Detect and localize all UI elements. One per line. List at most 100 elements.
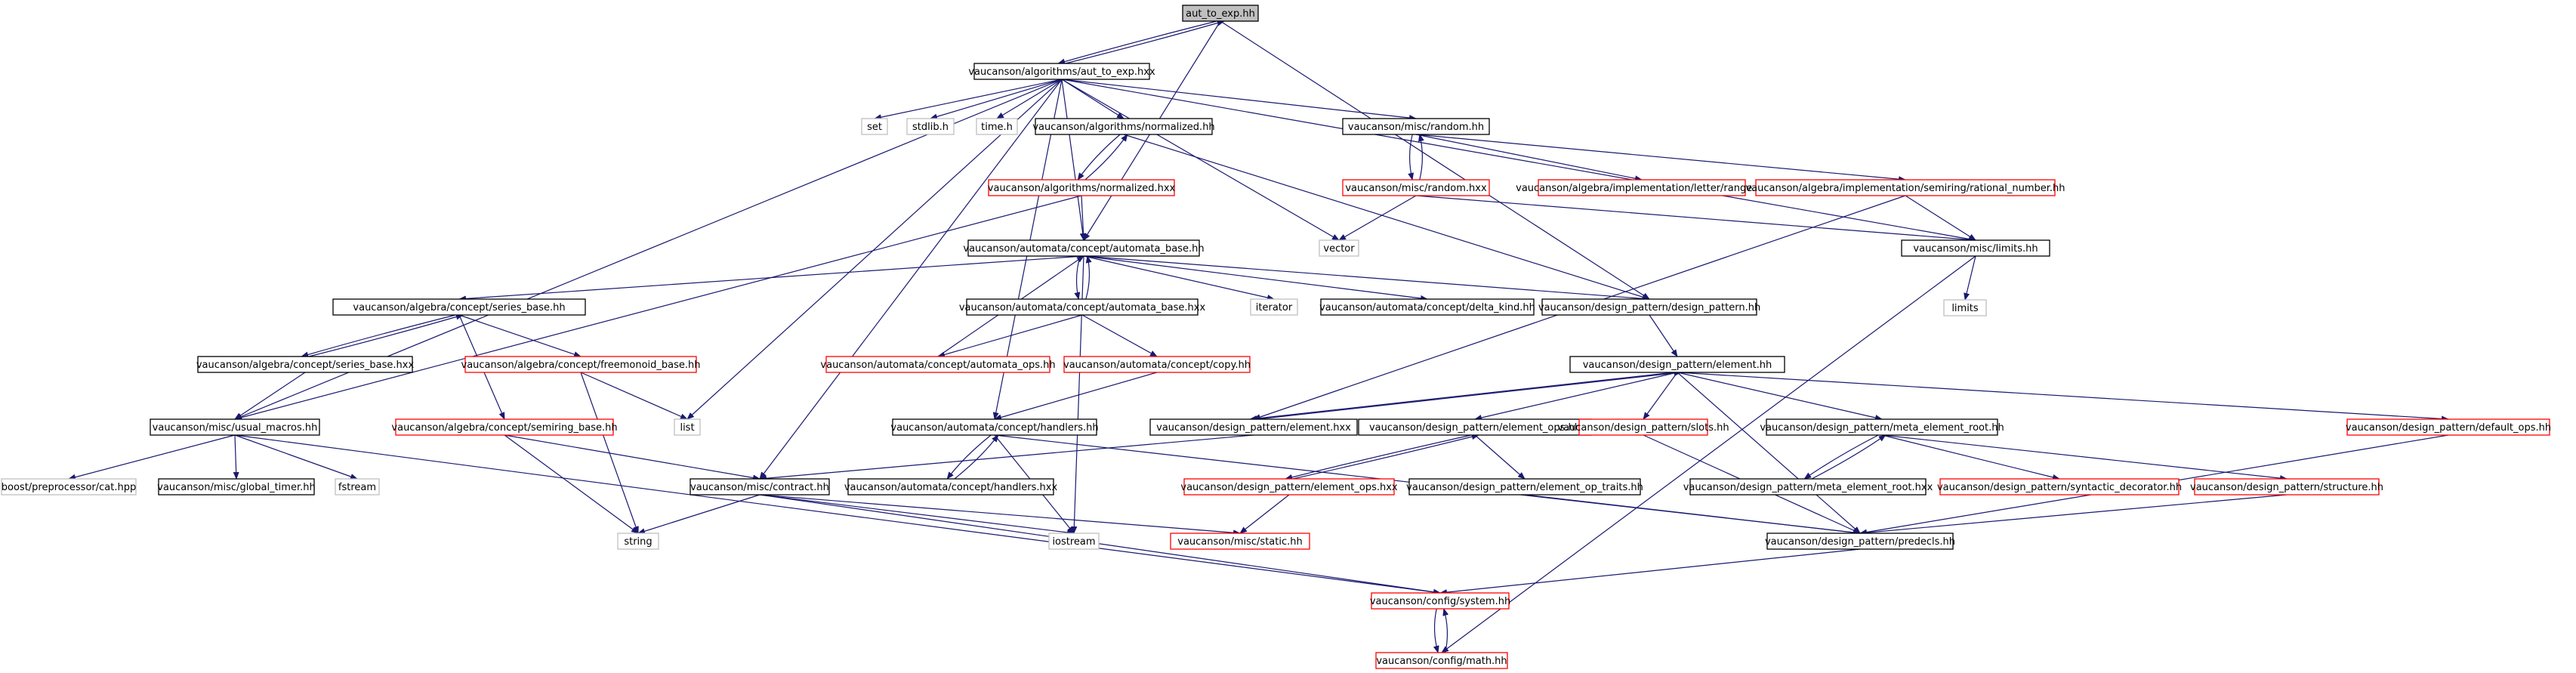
edge-arrow (1881, 434, 2060, 480)
node-vaucanson-automata-concept-automata-base-hxx[interactable]: vaucanson/automata/concept/automata_base… (959, 298, 1206, 316)
node-vaucanson-design-pattern-structure-hh[interactable]: vaucanson/design_pattern/structure.hh (2190, 478, 2383, 495)
node-vaucanson-algebra-concept-freemonoid-base-hh[interactable]: vaucanson/algebra/concept/freemonoid_bas… (461, 356, 701, 373)
node-boost-preprocessor-cat-hpp: boost/preprocessor/cat.hpp (1, 478, 137, 495)
edge-arrow (504, 434, 760, 481)
node-vaucanson-config-system-hh[interactable]: vaucanson/config/system.hh (1370, 592, 1510, 610)
edge-vaucanson-algorithms-aut-to-exp-hxx-to-vaucanson-misc-limits-hh (1061, 79, 1976, 242)
edge-arrow (1439, 548, 1861, 596)
edge-vaucanson-design-pattern-element-hh-to-vaucanson-design-pattern-slots-hh (1643, 372, 1678, 420)
node-box (1250, 298, 1298, 316)
node-vaucanson-misc-random-hxx[interactable]: vaucanson/misc/random.hxx (1342, 179, 1490, 196)
edge-arrow (759, 79, 1063, 480)
edge-arrow (1442, 608, 1449, 653)
edge-arrow (1257, 370, 1682, 420)
edge-vaucanson-algorithms-normalized-hxx-to-vaucanson-misc-usual-macros-hh (234, 195, 1082, 421)
node-vaucanson-design-pattern-syntactic-decorator-hh[interactable]: vaucanson/design_pattern/syntactic_decor… (1937, 478, 2182, 495)
edge-arrow (954, 434, 999, 480)
edge-vaucanson-design-pattern-element-ops-hh-to-vaucanson-design-pattern-element-op-traits-hh (1474, 434, 1526, 480)
edge-vaucanson-algebra-concept-semiring-base-hh-to-string (504, 434, 639, 534)
edge-vaucanson-design-pattern-meta-element-root-hxx-to-vaucanson-design-pattern-meta-element-root-hh (1811, 434, 1886, 480)
edge-vaucanson-misc-usual-macros-hh-to-vaucanson-misc-global-timer-hh (233, 434, 239, 480)
node-vaucanson-automata-concept-handlers-hxx[interactable]: vaucanson/automata/concept/handlers.hxx (844, 478, 1058, 495)
node-box (861, 118, 888, 135)
node-vaucanson-design-pattern-element-hxx[interactable]: vaucanson/design_pattern/element.hxx (1149, 418, 1358, 436)
edge-vaucanson-algebra-concept-series-base-hh-to-vaucanson-algebra-concept-series-base-hxx (301, 314, 456, 358)
node-vaucanson-design-pattern-design-pattern-hh[interactable]: vaucanson/design_pattern/design_pattern.… (1538, 298, 1760, 316)
node-vaucanson-design-pattern-meta-element-root-hxx[interactable]: vaucanson/design_pattern/meta_element_ro… (1683, 478, 1933, 495)
edge-vaucanson-algebra-concept-series-base-hxx-to-vaucanson-misc-usual-macros-hh (234, 372, 306, 420)
edge-vaucanson-misc-random-hh-to-vaucanson-misc-random-hxx (1408, 134, 1414, 181)
node-string: string (617, 533, 659, 550)
edge-arrow (1083, 255, 1428, 301)
node-vaucanson-automata-concept-automata-base-hh[interactable]: vaucanson/automata/concept/automata_base… (963, 239, 1205, 257)
node-vaucanson-design-pattern-meta-element-root-hh[interactable]: vaucanson/design_pattern/meta_element_ro… (1760, 418, 2004, 436)
edge-vaucanson-misc-usual-macros-hh-to-boost-preprocessor-cat-hpp (68, 434, 236, 480)
edge-vaucanson-automata-concept-handlers-hh-to-vaucanson-automata-concept-handlers-hxx (946, 434, 992, 480)
node-vaucanson-misc-static-hh[interactable]: vaucanson/misc/static.hh (1170, 533, 1310, 550)
node-box (674, 418, 701, 436)
node-vaucanson-algebra-concept-semiring-base-hh[interactable]: vaucanson/algebra/concept/semiring_base.… (391, 418, 618, 436)
node-vaucanson-algebra-concept-series-base-hxx[interactable]: vaucanson/algebra/concept/series_base.hx… (196, 356, 415, 373)
node-vaucanson-config-math-hh[interactable]: vaucanson/config/math.hh (1375, 652, 1508, 669)
node-vaucanson-automata-concept-copy-hh[interactable]: vaucanson/automata/concept/copy.hh (1063, 356, 1251, 373)
node-box (966, 298, 1199, 316)
edge-vaucanson-design-pattern-predecls-hh-to-vaucanson-config-system-hh (1439, 548, 1861, 596)
edge-arrow (234, 195, 1082, 421)
node-box (1063, 356, 1251, 373)
node-vaucanson-design-pattern-element-op-traits-hh[interactable]: vaucanson/design_pattern/element_op_trai… (1406, 478, 1643, 495)
node-label: vaucanson/automata/concept/automata_base… (963, 243, 1204, 255)
edge-layer (68, 20, 2449, 653)
node-vaucanson-algebra-implementation-letter-range-hh[interactable]: vaucanson/algebra/implementation/letter/… (1516, 179, 1768, 196)
node-label: string (624, 536, 652, 548)
edge-vaucanson-misc-random-hxx-to-vector (1338, 195, 1417, 241)
node-vaucanson-automata-concept-delta-kind-hh[interactable]: vaucanson/automata/concept/delta_kind.hh (1319, 298, 1535, 316)
node-vaucanson-misc-global-timer-hh[interactable]: vaucanson/misc/global_timer.hh (157, 478, 316, 495)
edge-arrow (1084, 134, 1128, 181)
node-vaucanson-automata-concept-automata-ops-hh[interactable]: vaucanson/automata/concept/automata_ops.… (820, 356, 1056, 373)
node-box (892, 418, 1097, 436)
node-vaucanson-misc-usual-macros-hh[interactable]: vaucanson/misc/usual_macros.hh (150, 418, 320, 436)
node-box (1408, 478, 1641, 495)
node-vaucanson-design-pattern-default-ops-hh[interactable]: vaucanson/design_pattern/default_ops.hh (2346, 418, 2551, 436)
edge-arrow (1803, 434, 1879, 480)
edge-arrow (1415, 195, 1976, 243)
node-vaucanson-algebra-concept-series-base-hh[interactable]: vaucanson/algebra/concept/series_base.hh (332, 298, 586, 316)
node-box (1578, 418, 1708, 436)
node-label: vaucanson/automata/concept/automata_base… (959, 302, 1206, 313)
edge-vaucanson-automata-concept-automata-base-hh-to-vaucanson-design-pattern-design-pattern-hh (1083, 255, 1650, 302)
node-vaucanson-automata-concept-handlers-hh[interactable]: vaucanson/automata/concept/handlers.hh (890, 418, 1099, 436)
node-box (1569, 356, 1785, 373)
node-vaucanson-algorithms-normalized-hxx[interactable]: vaucanson/algorithms/normalized.hxx (988, 179, 1176, 196)
node-vaucanson-algebra-implementation-semiring-rational-number-hh[interactable]: vaucanson/algebra/implementation/semirin… (1745, 179, 2065, 196)
edge-arrow (458, 314, 582, 357)
node-label: set (867, 122, 882, 133)
node-box (1755, 179, 2056, 196)
node-box (335, 478, 380, 495)
node-label: time.h (981, 122, 1013, 133)
node-vaucanson-algorithms-aut-to-exp-hxx[interactable]: vaucanson/algorithms/aut_to_exp.hxx (968, 63, 1155, 80)
node-aut-to-exp-hh[interactable]: aut_to_exp.hh (1182, 5, 1259, 22)
node-vaucanson-misc-limits-hh[interactable]: vaucanson/misc/limits.hh (1901, 239, 2050, 257)
node-set: set (861, 118, 888, 135)
node-vaucanson-misc-contract-hh[interactable]: vaucanson/misc/contract.hh (690, 478, 830, 495)
node-box (1319, 239, 1359, 257)
node-vaucanson-design-pattern-predecls-hh[interactable]: vaucanson/design_pattern/predecls.hh (1765, 533, 1955, 550)
node-box (906, 118, 955, 135)
edge-arrow (504, 434, 639, 534)
node-box (1943, 299, 1987, 316)
node-vaucanson-misc-random-hh[interactable]: vaucanson/misc/random.hh (1342, 118, 1490, 135)
edge-arrow (759, 494, 1241, 536)
node-vaucanson-design-pattern-element-ops-hh[interactable]: vaucanson/design_pattern/element_ops.hh (1358, 418, 1592, 436)
edge-arrow (1061, 79, 1086, 241)
node-label: vaucanson/config/system.hh (1370, 596, 1510, 607)
edge-arrow (1065, 20, 1225, 64)
node-vaucanson-design-pattern-element-ops-hxx[interactable]: vaucanson/design_pattern/element_ops.hxx (1180, 478, 1398, 495)
node-vaucanson-design-pattern-element-hh[interactable]: vaucanson/design_pattern/element.hh (1569, 356, 1785, 373)
edge-arrow (1061, 79, 1976, 242)
edge-vaucanson-algorithms-normalized-hxx-to-vaucanson-algorithms-normalized-hh (1084, 134, 1128, 181)
node-label: vaucanson/misc/usual_macros.hh (153, 422, 318, 434)
node-vaucanson-algorithms-normalized-hh[interactable]: vaucanson/algorithms/normalized.hh (1032, 118, 1215, 135)
edge-arrow (1080, 195, 1087, 241)
edge-vaucanson-design-pattern-element-ops-hxx-to-vaucanson-design-pattern-element-ops-hh (1292, 434, 1479, 480)
node-vaucanson-design-pattern-slots-hh[interactable]: vaucanson/design_pattern/slots.hh (1557, 418, 1729, 436)
